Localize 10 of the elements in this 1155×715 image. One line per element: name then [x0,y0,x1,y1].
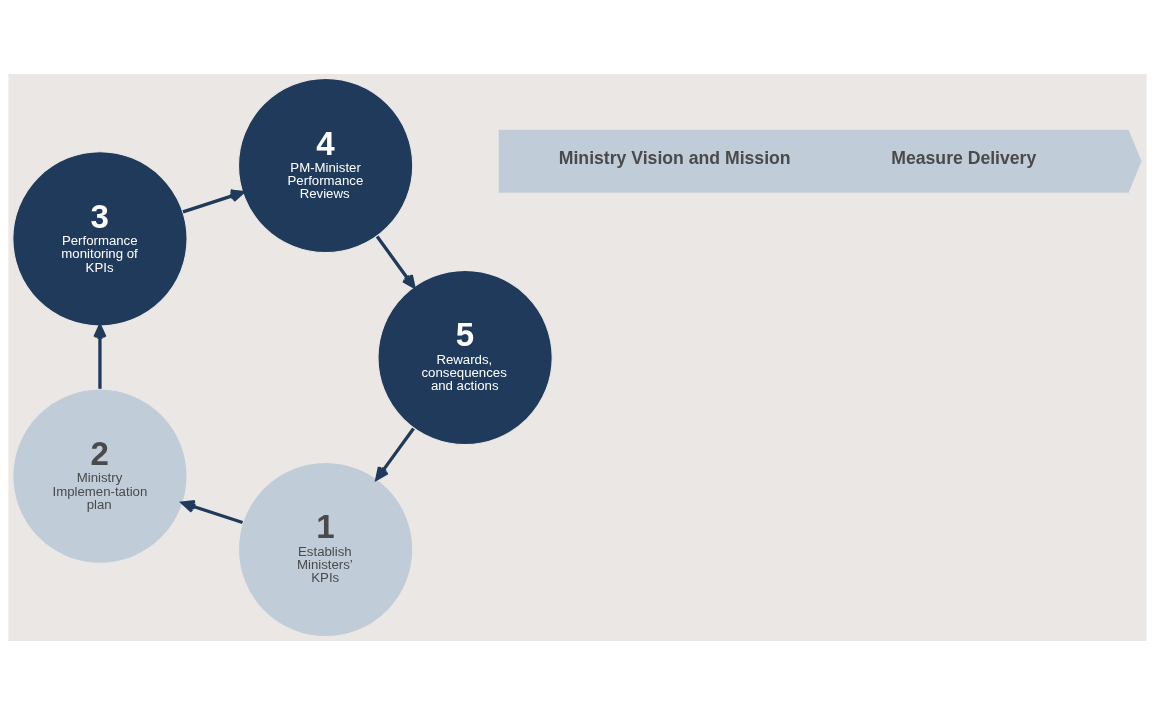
arrow [375,235,416,289]
node-circle: 4 PM-Minister Performance Reviews [237,77,414,254]
node-circle: 1 Establish Ministers’ KPIs [237,461,414,638]
arrow [375,427,415,481]
node-circle: 5 Rewards, consequences and actions [377,269,553,446]
arrow [93,324,107,389]
arrow [182,189,245,214]
node-circle: 3 Performance monitoring of KPIs [12,151,188,327]
arrow [181,500,244,525]
node-circle: 2 Ministry Implemen-tation plan [12,388,188,564]
